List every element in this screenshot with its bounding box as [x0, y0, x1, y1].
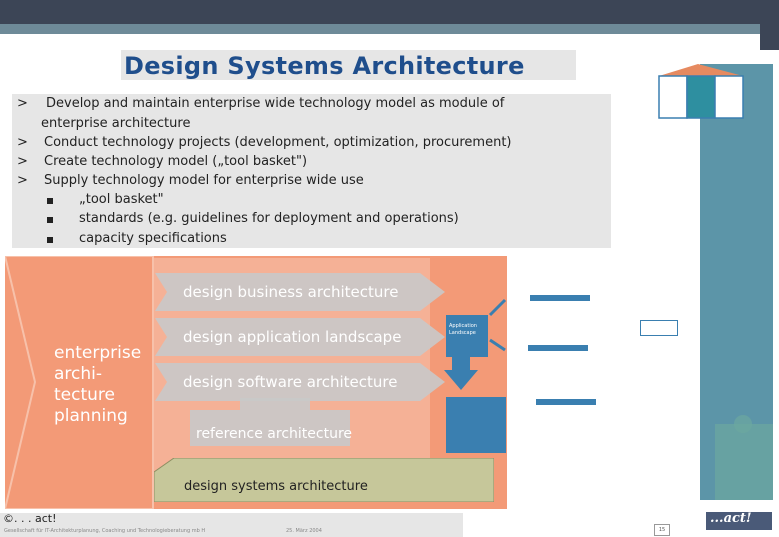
sub-bullet-text: „tool basket": [79, 192, 164, 207]
bullet-marker: >: [17, 154, 28, 169]
bullet-marker: >: [17, 96, 28, 111]
systems-architecture-tag: [536, 399, 596, 405]
footer-bar: [0, 513, 463, 537]
bullet-list-box: [12, 94, 611, 248]
logo-background: [706, 512, 772, 530]
bullet-marker: >: [17, 173, 28, 188]
design-software-arrow: design software architecture: [155, 363, 445, 401]
page-number: 15: [654, 524, 670, 536]
sub-bullet-text: capacity specifications: [79, 231, 227, 246]
top-bar-accent: [0, 24, 779, 34]
design-systems-label: design systems architecture: [184, 479, 368, 494]
bullet-text: Create technology model („tool basket"): [44, 154, 308, 169]
bullet-text: Conduct technology projects (development…: [44, 135, 512, 150]
reference-architecture-label: reference architecture: [196, 426, 353, 442]
arrow-label: design application landscape: [183, 328, 402, 346]
act-logo: ...act!: [710, 511, 752, 526]
software-architecture-tag: [528, 345, 588, 351]
square-bullet-icon: [47, 198, 53, 204]
right-top-strip: [760, 0, 779, 50]
square-bullet-icon: [47, 217, 53, 223]
bullet-text: Supply technology model for enterprise w…: [44, 173, 364, 188]
square-bullet-icon: [47, 237, 53, 243]
enterprise-planning-label: enterprise archi- tecture planning: [54, 343, 142, 426]
design-application-arrow: design application landscape: [155, 318, 445, 356]
copyright-text: ©. . . act!: [3, 512, 57, 525]
bullet-marker: >: [17, 135, 28, 150]
arrow-label: design business architecture: [183, 283, 399, 301]
connector-arrows: [444, 298, 507, 390]
requirements-tag: [640, 320, 678, 336]
bullet-text: Develop and maintain enterprise wide tec…: [46, 96, 505, 111]
systems-box: [446, 397, 506, 453]
app-box-label: Application Landscape: [449, 323, 477, 336]
date-text: 25. März 2004: [286, 528, 322, 534]
bullet-text-continued: enterprise architecture: [41, 116, 191, 131]
title-background: [121, 50, 576, 80]
design-business-arrow: design business architecture: [155, 273, 445, 311]
top-bar: [0, 0, 779, 24]
slide-title: Design Systems Architecture: [124, 52, 525, 80]
sub-bullet-text: standards (e.g. guidelines for deploymen…: [79, 211, 459, 226]
design-systems-arrow: [154, 458, 494, 502]
house-and-puzzle-graphic: [658, 64, 773, 500]
reference-architecture-shape: [190, 398, 350, 446]
application-landscape-box: Application Landscape: [446, 315, 488, 357]
company-text: Gesellschaft für IT-Architekturplanung, …: [4, 528, 206, 534]
arrow-label: design software architecture: [183, 373, 398, 391]
business-architecture-tag: [530, 295, 590, 301]
